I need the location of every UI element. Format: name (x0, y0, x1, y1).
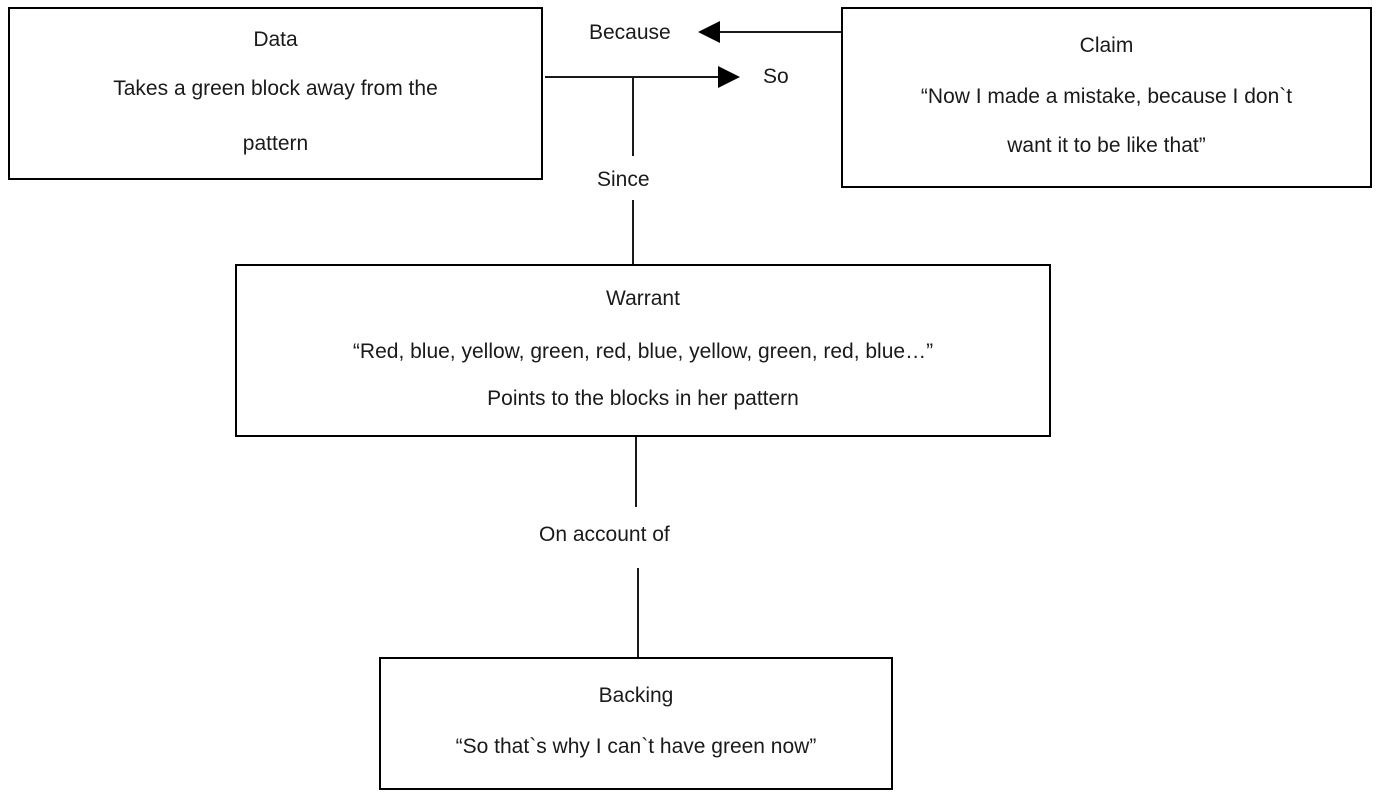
node-data-title: Data (253, 27, 298, 51)
node-warrant-line-2: Points to the blocks in her pattern (487, 386, 799, 410)
connector-on-account-of-line-bottom (637, 568, 639, 657)
node-claim-title: Claim (1079, 33, 1134, 57)
node-backing-line-1: “So that`s why I can`t have green now” (455, 735, 817, 759)
connector-since-line-top (632, 78, 634, 156)
node-data-line-1: Takes a green block away from the (113, 77, 438, 101)
node-claim-line-2: want it to be like that” (1007, 133, 1206, 157)
node-data[interactable]: Data Takes a green block away from the p… (8, 7, 543, 180)
node-claim[interactable]: Claim “Now I made a mistake, because I d… (841, 7, 1372, 188)
node-backing-title: Backing (598, 684, 674, 708)
connector-label-since: Since (597, 168, 650, 191)
connector-because-line (720, 31, 841, 33)
node-warrant[interactable]: Warrant “Red, blue, yellow, green, red, … (235, 264, 1051, 437)
node-data-line-2: pattern (242, 131, 309, 155)
arrow-left-icon-because (698, 21, 720, 43)
node-claim-line-1: “Now I made a mistake, because I don`t (920, 85, 1293, 109)
arrow-right-icon-so (718, 66, 740, 88)
connector-label-because: Because (589, 21, 671, 44)
connector-so-line (545, 76, 720, 78)
node-warrant-title: Warrant (606, 286, 680, 310)
node-claim-body: “Now I made a mistake, because I don`t w… (921, 81, 1292, 162)
node-backing-body: “So that`s why I can`t have green now” (456, 731, 817, 764)
connector-label-on-account-of: On account of (539, 523, 670, 546)
node-warrant-body: “Red, blue, yellow, green, red, blue, ye… (353, 336, 933, 415)
node-warrant-line-1: “Red, blue, yellow, green, red, blue, ye… (352, 340, 934, 364)
node-data-body: Takes a green block away from the patter… (113, 73, 438, 160)
connector-label-so: So (763, 65, 789, 88)
connector-since-line-bottom (632, 200, 634, 264)
node-backing[interactable]: Backing “So that`s why I can`t have gree… (379, 657, 893, 790)
connector-on-account-of-line-top (635, 437, 637, 507)
